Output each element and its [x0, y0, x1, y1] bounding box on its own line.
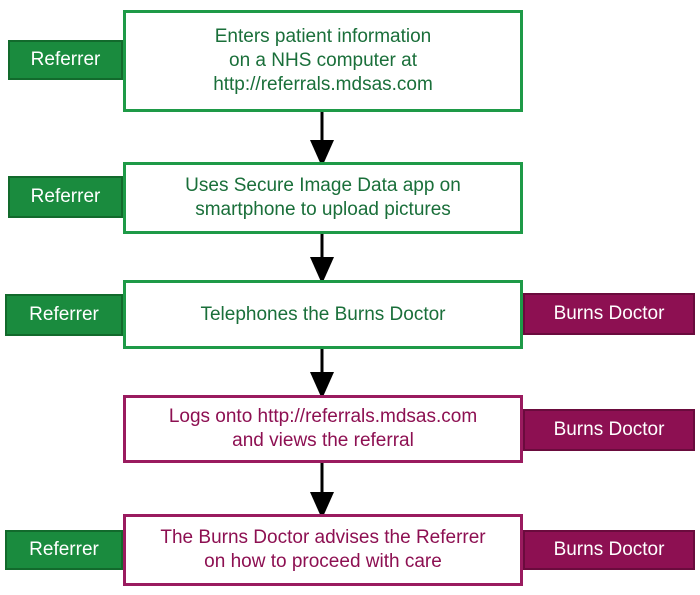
burns-doctor-tag-3: Burns Doctor: [523, 293, 695, 335]
referrer-tag-1: Referrer: [8, 40, 123, 80]
burns-doctor-tag-5: Burns Doctor: [523, 530, 695, 570]
referrer-tag-5: Referrer: [5, 530, 123, 570]
burns-doctor-tag-4: Burns Doctor: [523, 409, 695, 451]
step-5-box: The Burns Doctor advises the Referrer on…: [123, 514, 523, 586]
step-4-box: Logs onto http://referrals.mdsas.com and…: [123, 395, 523, 463]
referrer-tag-2: Referrer: [8, 176, 123, 218]
step-1-box: Enters patient information on a NHS comp…: [123, 10, 523, 112]
step-3-box: Telephones the Burns Doctor: [123, 280, 523, 349]
referrer-tag-3: Referrer: [5, 294, 123, 336]
step-2-box: Uses Secure Image Data app on smartphone…: [123, 162, 523, 234]
